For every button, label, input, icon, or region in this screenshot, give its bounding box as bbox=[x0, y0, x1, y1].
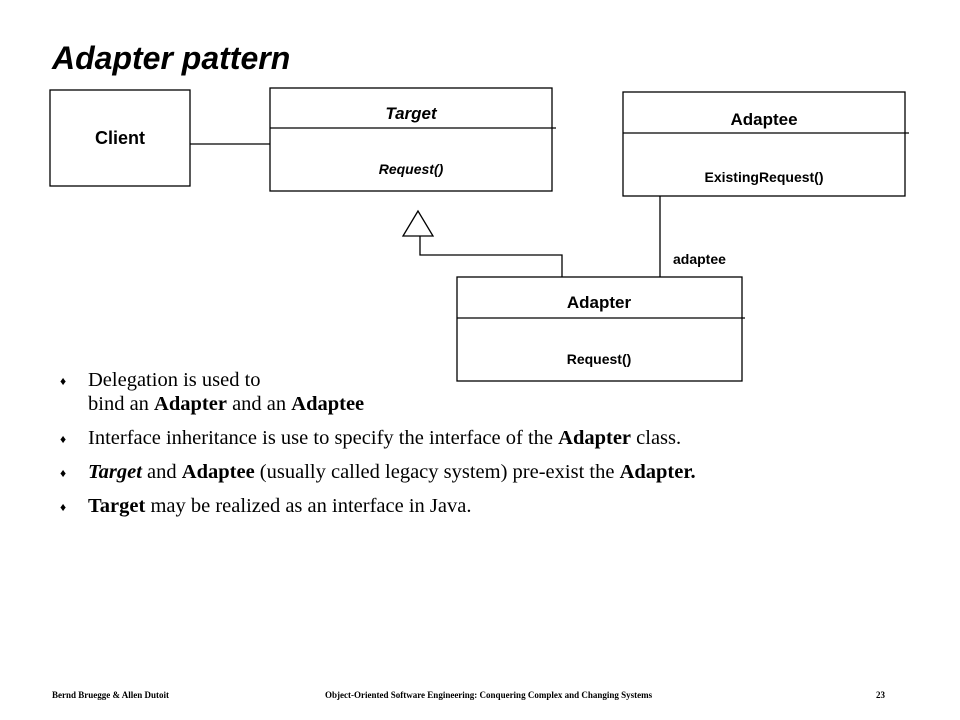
bullet-diamond-icon: ♦ bbox=[60, 500, 67, 514]
bullet-list: ♦ Delegation is used to bind an Adapter … bbox=[60, 368, 920, 528]
adaptee-association-label: adaptee bbox=[673, 251, 726, 267]
adapter-class-box bbox=[456, 276, 743, 382]
slide-title: Adapter pattern bbox=[52, 40, 291, 76]
adaptee-method: ExistingRequest() bbox=[704, 169, 823, 185]
target-class-name: Target bbox=[385, 104, 438, 123]
class-diagram: Client Target Request() Adaptee Existing… bbox=[49, 87, 909, 382]
client-class-name: Client bbox=[95, 128, 145, 148]
footer-book-title: Object-Oriented Software Engineering: Co… bbox=[325, 690, 653, 700]
bullet-1-line-2: bind an Adapter and an Adaptee bbox=[88, 393, 365, 415]
adapter-method: Request() bbox=[567, 351, 632, 367]
adapter-class-name: Adapter bbox=[567, 293, 632, 312]
target-class-box bbox=[269, 87, 553, 192]
adaptee-class-name: Adaptee bbox=[730, 110, 797, 129]
bullet-diamond-icon: ♦ bbox=[60, 466, 67, 480]
bullet-1-line-1: Delegation is used to bbox=[88, 369, 261, 391]
bullet-item: ♦ Target and Adaptee (usually called leg… bbox=[60, 461, 696, 483]
bullet-item: ♦ Delegation is used to bind an Adapter … bbox=[60, 368, 920, 416]
inheritance-triangle bbox=[401, 209, 435, 237]
footer-authors: Bernd Bruegge & Allen Dutoit bbox=[52, 690, 169, 700]
target-method: Request() bbox=[379, 161, 444, 177]
adaptee-class-box bbox=[622, 91, 906, 197]
bullet-item: ♦ Interface inheritance is use to specif… bbox=[60, 427, 682, 449]
client-class-box bbox=[49, 89, 191, 187]
footer-page-number: 23 bbox=[876, 690, 885, 700]
bullet-diamond-icon: ♦ bbox=[60, 374, 67, 388]
bullet-diamond-icon: ♦ bbox=[60, 432, 67, 446]
bullet-item: ♦ Target may be realized as an interface… bbox=[60, 495, 472, 517]
inheritance-line bbox=[419, 236, 563, 277]
